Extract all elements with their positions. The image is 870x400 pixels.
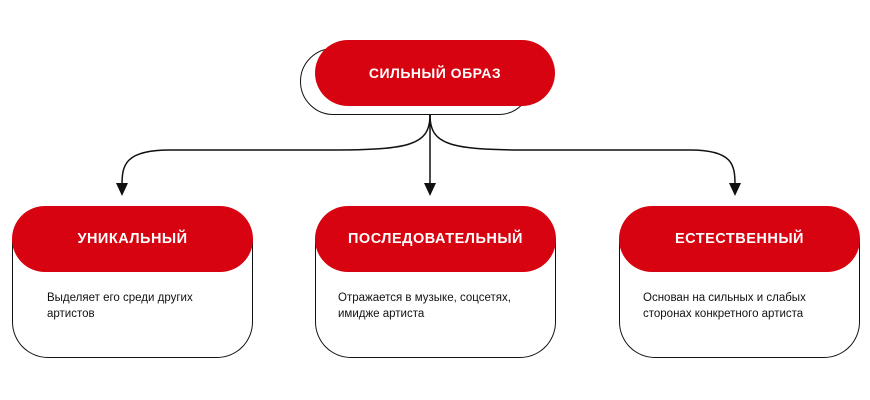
connector-right (429, 114, 736, 186)
arrowhead-right (729, 183, 741, 196)
card-title: ПОСЛЕДОВАТЕЛЬНЫЙ (348, 231, 523, 247)
card-consistent-header: ПОСЛЕДОВАТЕЛЬНЫЙ (315, 206, 556, 272)
card-description: Отражается в музыке, соцсетях, имидже ар… (338, 292, 511, 320)
card-description: Выделяет его среди других артистов (47, 292, 193, 320)
connector-left (121, 114, 431, 186)
card-unique-header: УНИКАЛЬНЫЙ (12, 206, 253, 272)
card-description: Основан на сильных и слабых сторонах кон… (643, 292, 806, 320)
card-title: УНИКАЛЬНЫЙ (77, 231, 188, 247)
card-title: ЕСТЕСТВЕННЫЙ (675, 231, 804, 247)
top-node: СИЛЬНЫЙ ОБРАЗ (315, 40, 555, 106)
arrowhead-middle (424, 183, 436, 196)
arrowhead-left (116, 183, 128, 196)
card-natural-header: ЕСТЕСТВЕННЫЙ (619, 206, 860, 272)
top-node-label: СИЛЬНЫЙ ОБРАЗ (368, 65, 502, 81)
